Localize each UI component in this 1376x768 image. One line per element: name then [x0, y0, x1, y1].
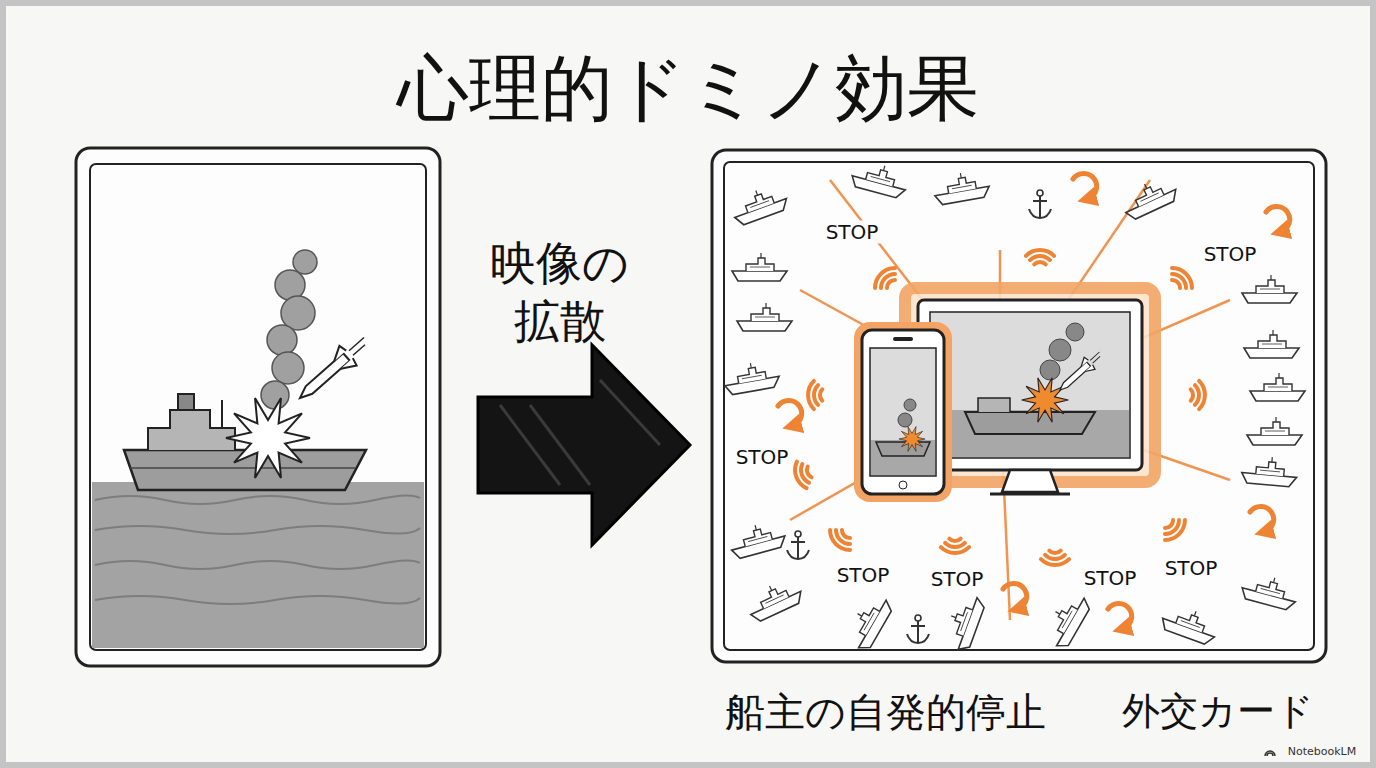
phone	[858, 326, 948, 498]
spread-arrow	[478, 345, 690, 545]
caption-label: 船主の自発的停止	[725, 689, 1046, 735]
watermark-icon	[1265, 751, 1275, 756]
signal-waves	[791, 250, 1204, 565]
missile	[291, 330, 374, 408]
stop-sign-text: STOP	[1081, 567, 1140, 590]
anchors	[787, 190, 1051, 643]
stop-sign-text: STOP	[928, 568, 987, 591]
stop-sign-text: STOP	[1201, 243, 1260, 266]
title-heading: 心理的ドミノ効果	[397, 47, 979, 130]
caption-label: 外交カード	[1122, 690, 1314, 734]
stop-sign-text: STOP	[733, 446, 792, 469]
left-panel	[76, 148, 440, 666]
ship-hit	[124, 394, 366, 490]
arrow-label: 映像の拡散	[484, 235, 636, 350]
right-panel	[712, 150, 1326, 662]
sea	[92, 482, 424, 648]
stop-sign-text: STOP	[1162, 557, 1221, 580]
stop-sign-text: STOP	[834, 564, 893, 587]
stop-sign-text: STOP	[823, 221, 882, 244]
ships	[722, 158, 1305, 652]
board-frame	[3, 3, 1373, 765]
explosion	[226, 398, 310, 478]
turn-arrows	[778, 173, 1290, 629]
rays	[790, 180, 1230, 620]
watermark: NotebookLM	[1288, 746, 1356, 759]
